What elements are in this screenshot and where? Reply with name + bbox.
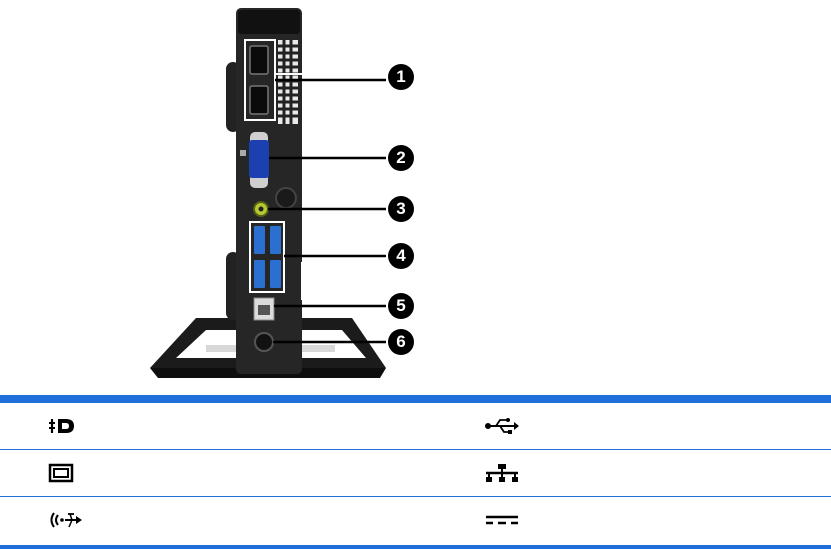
- legend-row: [0, 497, 831, 543]
- dc-power-icon: [484, 507, 520, 533]
- power-knob: [276, 188, 296, 208]
- callout-3: 3: [388, 196, 414, 222]
- displayport-port-2: [250, 86, 268, 114]
- usb-port-2: [270, 226, 281, 254]
- callout-2: 2: [388, 145, 414, 171]
- callout-6: 6: [388, 329, 414, 355]
- rear-panel-figure: 1 2 3 4 5 6: [0, 0, 831, 395]
- displayport-port-1: [250, 46, 268, 74]
- displayport-icon: [48, 413, 76, 439]
- computer-rear-illustration: [0, 0, 831, 395]
- port-legend-table: [0, 395, 831, 543]
- legend-top-rule: [0, 395, 831, 403]
- usb-port-3: [254, 260, 265, 288]
- usb-port-1: [254, 226, 265, 254]
- legend-row: [0, 403, 831, 450]
- vga-port: [249, 140, 269, 178]
- dc-power-jack: [255, 333, 273, 351]
- network-rj45-icon: [484, 460, 520, 486]
- vga-monitor-icon: [48, 460, 74, 486]
- callout-1: 1: [388, 64, 414, 90]
- usb-icon: [484, 413, 520, 439]
- audio-headset-icon: [48, 507, 84, 533]
- legend-row: [0, 450, 831, 497]
- usb-port-4: [270, 260, 281, 288]
- legend-bottom-rule: [0, 545, 831, 549]
- callout-4: 4: [388, 243, 414, 269]
- callout-5: 5: [388, 293, 414, 319]
